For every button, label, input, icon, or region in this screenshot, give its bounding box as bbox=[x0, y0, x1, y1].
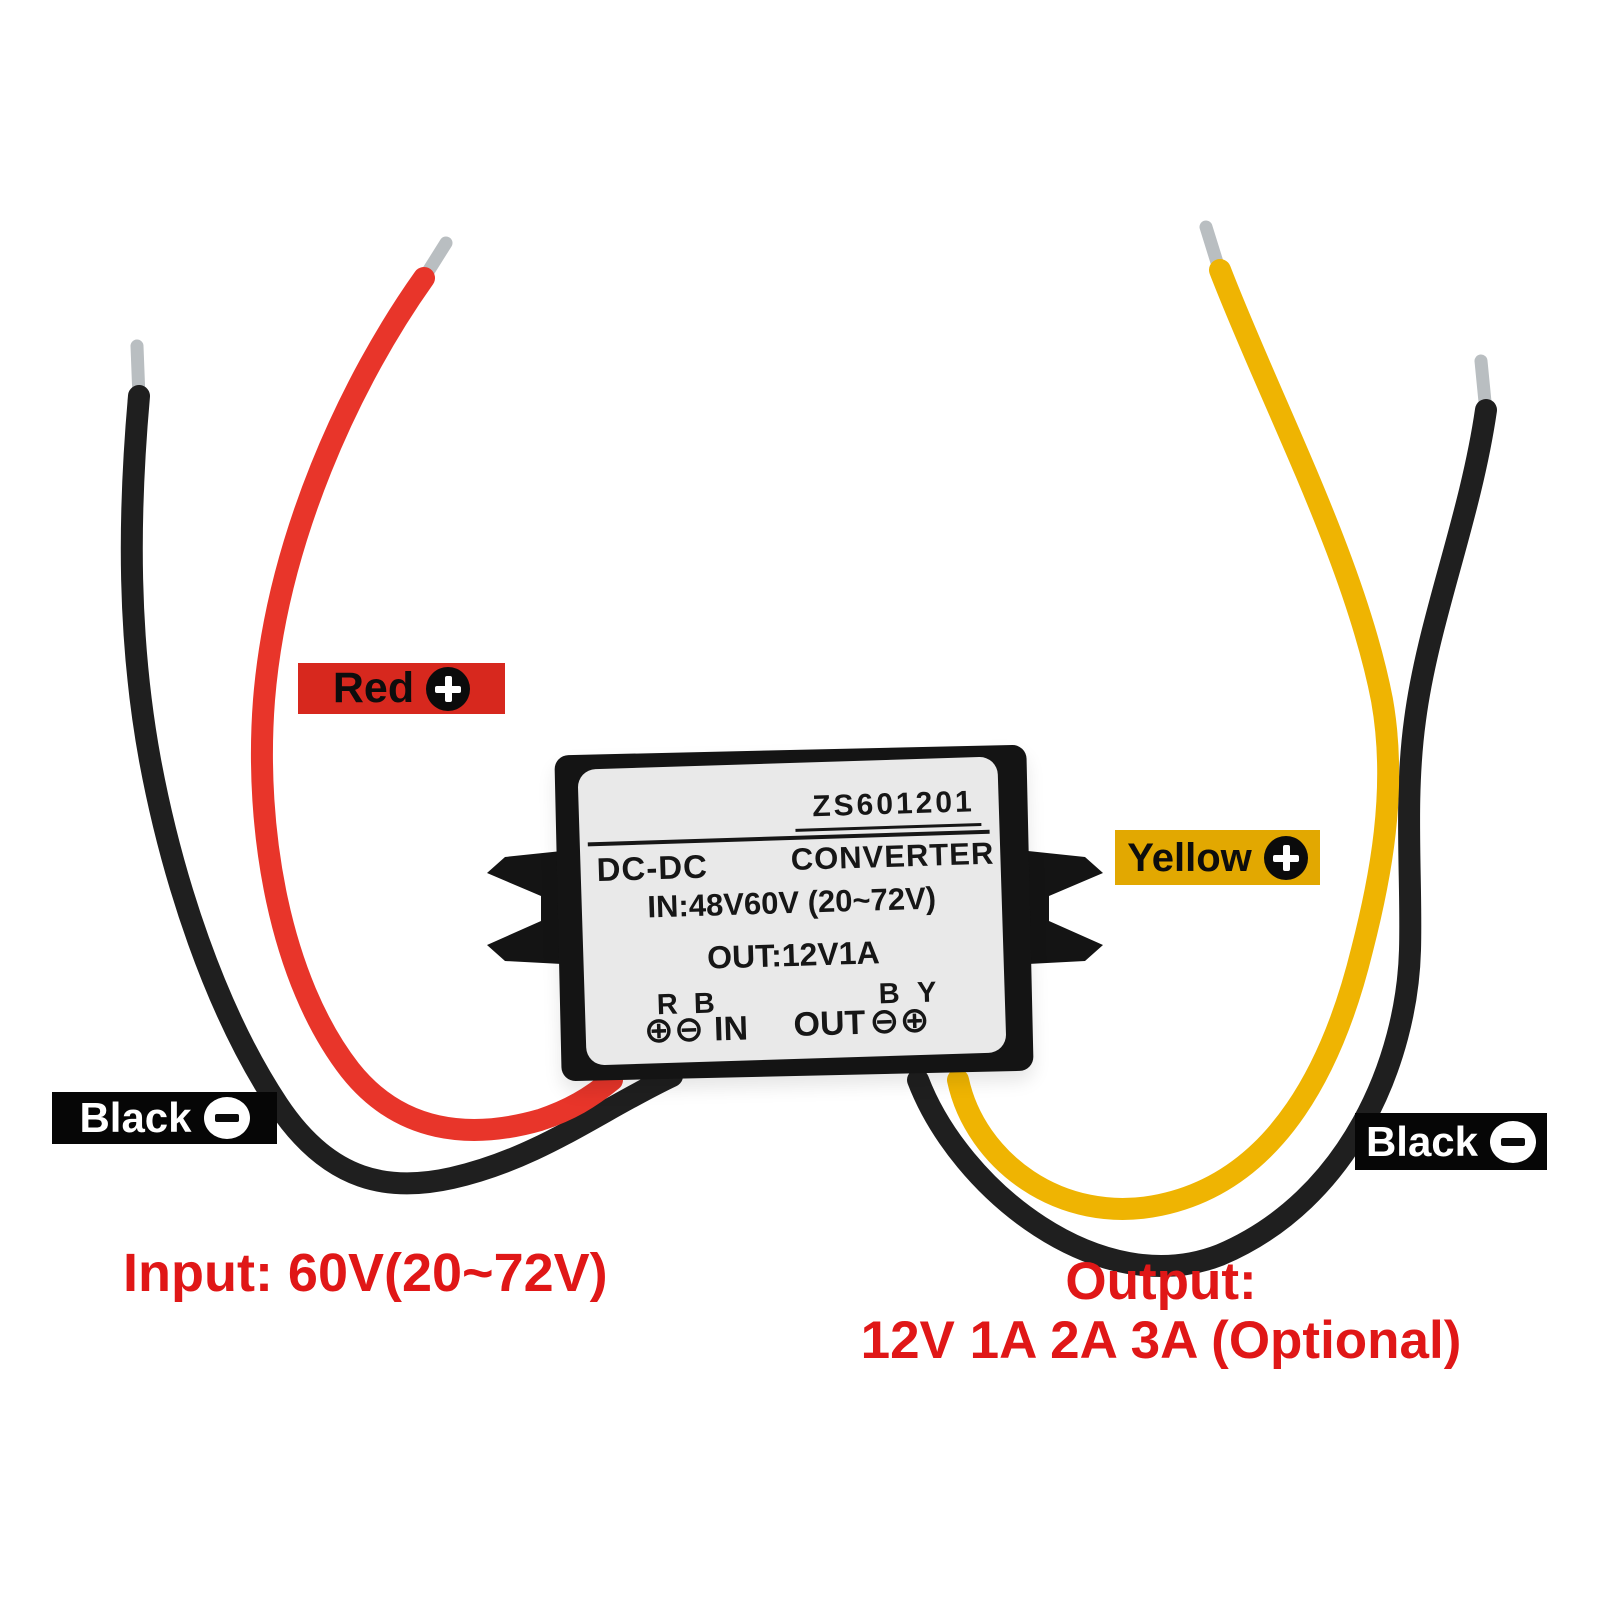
output-spec: OUT:12V1A bbox=[706, 934, 881, 976]
minus-icon bbox=[203, 1097, 250, 1139]
left-mounting-ear bbox=[487, 851, 562, 964]
model-number: ZS601201 bbox=[811, 785, 976, 824]
plus-icon bbox=[426, 666, 471, 711]
input-black-wire bbox=[120, 385, 683, 1195]
product-type-left: DC-DC bbox=[596, 847, 709, 889]
screw-minus-icon: ⊖ bbox=[868, 1000, 901, 1043]
output-terminal-label: OUT bbox=[792, 1003, 866, 1044]
red-wire-badge: Red bbox=[298, 663, 505, 714]
input-rating-caption: Input: 60V(20~72V) bbox=[123, 1243, 608, 1303]
output-black-wire bbox=[907, 399, 1497, 1277]
black-wire-badge-right: Black bbox=[1355, 1113, 1547, 1170]
plus-icon bbox=[1263, 835, 1308, 880]
input-red-wire bbox=[250, 267, 623, 1141]
black-wire-badge-left-label: Black bbox=[79, 1094, 192, 1141]
output-rating-caption: Output: 12V 1A 2A 3A (Optional) bbox=[845, 1252, 1477, 1371]
product-type-right: CONVERTER bbox=[790, 835, 995, 878]
red-wire-badge-label: Red bbox=[332, 664, 415, 712]
minus-icon bbox=[1490, 1120, 1537, 1163]
yellow-wire-badge: Yellow bbox=[1115, 830, 1320, 885]
input-terminal-label: IN bbox=[713, 1009, 749, 1049]
black-wire-badge-left: Black bbox=[52, 1092, 277, 1144]
screw-minus-icon: ⊖ bbox=[673, 1008, 705, 1051]
input-terminal-row: ⊕⊖IN bbox=[643, 1007, 749, 1052]
black-wire-badge-right-label: Black bbox=[1365, 1117, 1479, 1165]
screw-plus-icon: ⊕ bbox=[643, 1009, 675, 1052]
right-mounting-ear bbox=[1028, 851, 1103, 964]
output-rating-line2: 12V 1A 2A 3A (Optional) bbox=[860, 1311, 1462, 1371]
output-rating-line1: Output: bbox=[1065, 1252, 1257, 1311]
output-terminal-row: OUT⊖⊕ bbox=[793, 1000, 930, 1045]
output-yellow-wire bbox=[947, 259, 1400, 1220]
converter-label: ZS601201 DC-DC CONVERTER IN:48V60V (20~7… bbox=[577, 756, 1007, 1066]
yellow-wire-badge-label: Yellow bbox=[1127, 835, 1252, 880]
screw-plus-icon: ⊕ bbox=[898, 999, 931, 1042]
